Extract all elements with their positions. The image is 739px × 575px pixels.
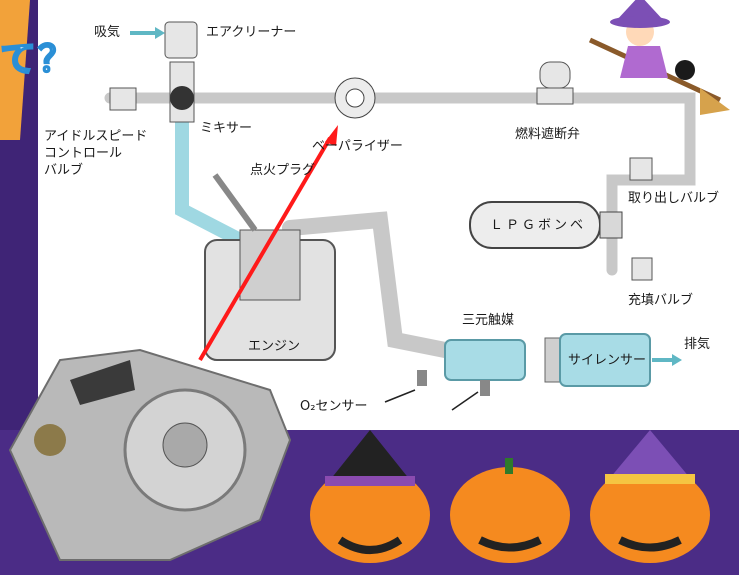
pumpkin-right-icon [590, 430, 710, 563]
engine-cylinder [239, 229, 301, 301]
witch-on-broom-icon [588, 0, 730, 115]
lpg-tank-label: ＬＰＧボンベ [490, 218, 587, 233]
fuel-cutoff-label: 燃料遮断弁 [515, 127, 581, 142]
o2-sensor-1 [417, 370, 427, 386]
silencer-label: サイレンサー [568, 353, 647, 368]
pumpkin-middle-icon [450, 458, 570, 563]
mixer-throttle [170, 86, 194, 110]
fuel-cutoff-valve [539, 61, 571, 89]
vaporizer-photo [8, 348, 292, 561]
fuel-pipe [104, 92, 696, 256]
fill-valve [631, 257, 653, 281]
exhaust-label: 排気 [684, 337, 711, 352]
air-cleaner-label: エアクリーナー [206, 25, 297, 40]
red-pointer-arrow [198, 136, 332, 362]
fill-valve-label: 充填バルブ [628, 293, 694, 308]
pumpkin-left-icon [310, 430, 430, 563]
outlet-valve [629, 157, 653, 181]
vaporizer-label: ベーパライザー [312, 139, 403, 154]
exhaust-pipe [282, 211, 453, 358]
o2-sensor-label: O₂センサー [300, 399, 368, 414]
catalyst-label: 三元触媒 [462, 313, 515, 328]
mixer-label: ミキサー [200, 121, 253, 136]
idle-valve [109, 87, 137, 111]
idle-valve-label: アイドルスピード コントロール バルブ [44, 129, 148, 178]
spark-plug [212, 173, 258, 232]
intake-label: 吸気 [94, 25, 121, 40]
engine-label: エンジン [248, 339, 301, 354]
three-way-catalyst [444, 339, 526, 381]
banner-text: て？ [0, 38, 77, 81]
outlet-valve-label: 取り出しバルブ [628, 191, 720, 206]
o2-sensor-2 [480, 380, 490, 396]
silencer [559, 333, 651, 387]
spark-plug-label: 点火プラグ [250, 163, 316, 178]
left-orange-ribbon [0, 0, 30, 140]
pipes [104, 92, 696, 358]
air-cleaner [164, 21, 198, 59]
intake-pipe [175, 113, 247, 247]
